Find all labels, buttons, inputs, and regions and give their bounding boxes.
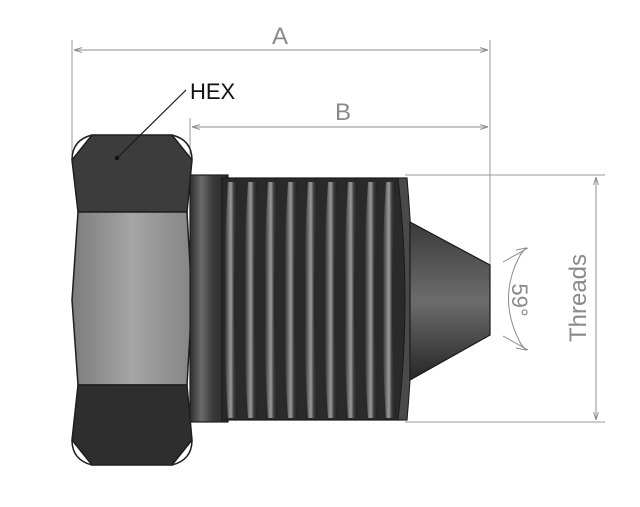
thread-3	[264, 182, 278, 418]
angle-annotation: 59°	[502, 247, 532, 351]
cone-tip	[409, 220, 491, 382]
threads-label: Threads	[565, 254, 592, 342]
thread-1	[224, 182, 238, 418]
thread-9	[382, 182, 396, 418]
thread-6	[324, 182, 338, 418]
thread-2	[244, 182, 258, 418]
hex-head	[71, 134, 193, 466]
dimension-a-label: A	[272, 23, 288, 50]
thread-5	[304, 182, 318, 418]
hex-label: HEX	[190, 79, 236, 104]
hex-leader-line	[116, 89, 187, 159]
thread-8	[364, 182, 378, 418]
thread-4	[284, 182, 298, 418]
thread-7	[344, 182, 358, 418]
hex-leader-dot	[114, 155, 120, 161]
dimension-b-label: B	[335, 99, 351, 126]
angle-label: 59°	[507, 283, 532, 316]
threaded-body	[221, 177, 413, 421]
